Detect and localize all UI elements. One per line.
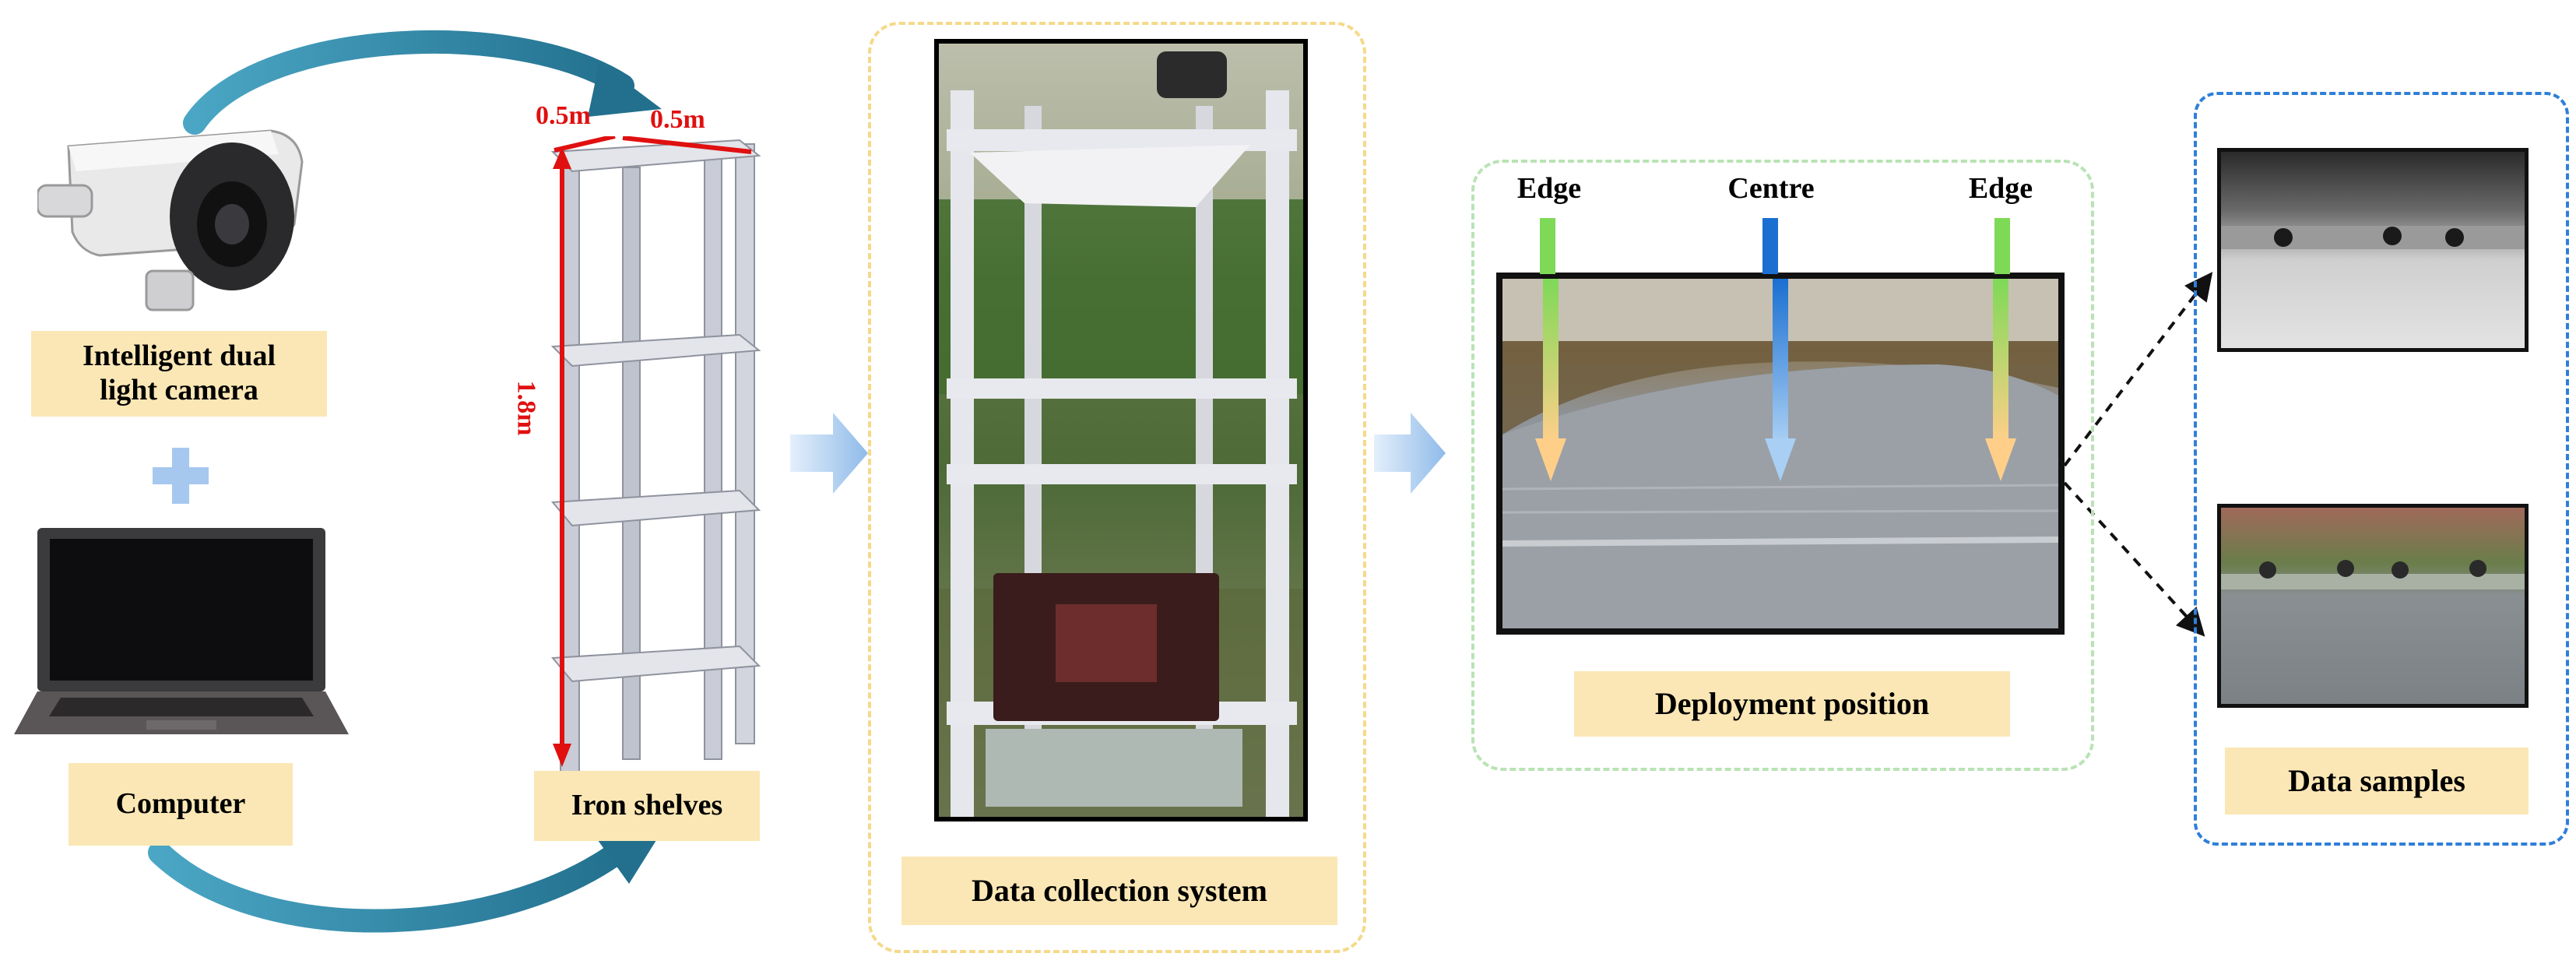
data-samples-label: Data samples	[2225, 748, 2529, 814]
deployment-panel	[1471, 160, 2094, 771]
position-centre: Centre	[1727, 172, 1815, 205]
laptop-icon	[14, 520, 349, 746]
camera-label: Intelligent dual light camera	[31, 331, 327, 417]
deployment-position-label: Deployment position	[1574, 671, 2010, 737]
edge-left-arrow	[1540, 218, 1555, 274]
iron-shelves-label: Iron shelves	[534, 771, 760, 841]
sample-link-arrow	[2063, 481, 2205, 637]
computer-label: Computer	[69, 763, 293, 846]
position-edge-right: Edge	[1968, 172, 2033, 205]
data-samples-panel	[2194, 92, 2569, 846]
sample-link-arrow	[2063, 272, 2213, 467]
dimension-width-1: 0.5m	[536, 101, 591, 130]
sample-visible-image	[2217, 504, 2529, 708]
data-collection-panel	[868, 22, 1366, 953]
sample-thermal-image	[2217, 148, 2529, 352]
shelf-icon	[537, 136, 763, 775]
camera-icon	[37, 100, 318, 325]
top-curved-arrow	[183, 30, 662, 135]
flow-arrow-icon	[1374, 413, 1446, 494]
deployment-road-photo	[1496, 273, 2065, 635]
edge-right-arrow	[1994, 218, 2010, 274]
position-edge-left: Edge	[1516, 172, 1582, 205]
dimension-height: 1.8m	[511, 380, 541, 436]
data-collection-label: Data collection system	[901, 857, 1337, 925]
centre-arrow	[1762, 218, 1778, 274]
plus-icon	[153, 448, 209, 504]
data-collection-photo	[934, 39, 1308, 821]
dimension-width-2: 0.5m	[650, 105, 705, 134]
flow-arrow-icon	[790, 413, 868, 494]
